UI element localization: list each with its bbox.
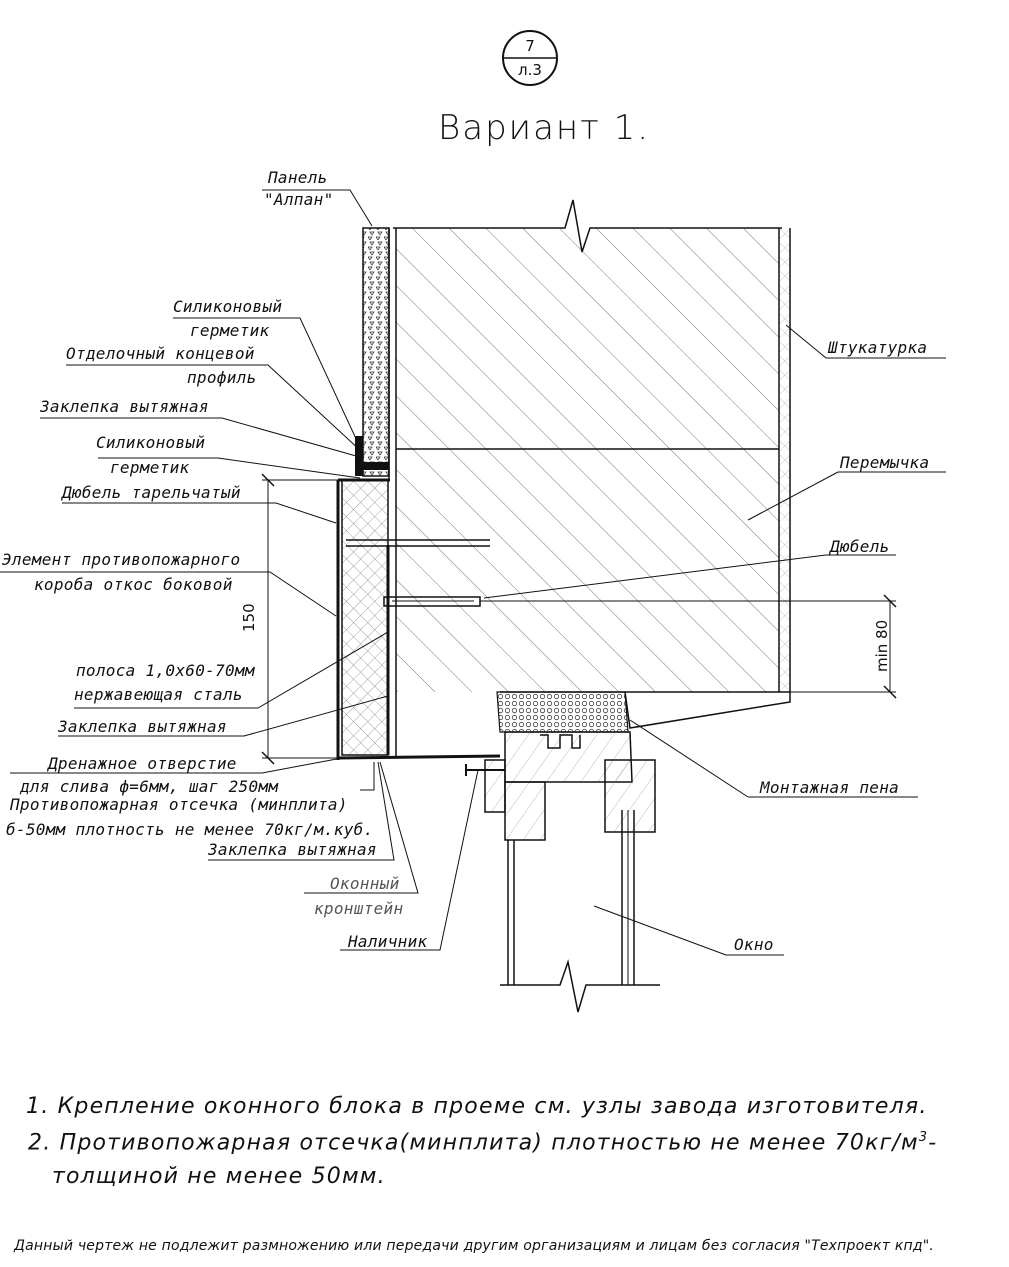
- label-fire-box-2: короба откос боковой: [34, 575, 233, 594]
- label-window-bracket-1: Оконный: [330, 874, 400, 893]
- label-rivet-2: Заклепка вытяжная: [58, 717, 227, 736]
- label-rivet-3: Заклепка вытяжная: [208, 840, 377, 859]
- sheet-ref: л.3: [518, 61, 542, 79]
- label-panel-1: Панель: [268, 168, 328, 187]
- note-2-superscript: 3: [918, 1130, 929, 1145]
- label-fire-cut-2: б-50мм плотность не менее 70кг/м.куб.: [6, 820, 374, 839]
- label-strip-2: нержавеющая сталь: [74, 685, 243, 704]
- label-drain-2: для слива ф=6мм, шаг 250мм: [20, 777, 279, 796]
- label-panel-2: "Алпан": [264, 190, 334, 209]
- note-2-tail: -: [928, 1130, 938, 1156]
- mounting-foam: [496, 691, 629, 733]
- dimension-150: 150: [240, 603, 258, 632]
- note-2-continued: толщиной не менее 50мм.: [52, 1164, 386, 1189]
- wall-section: [393, 199, 791, 756]
- label-fire-box-1: Элемент противопожарного: [2, 550, 241, 569]
- sheet-number: 7: [525, 37, 535, 55]
- label-foam: Монтажная пена: [760, 778, 900, 797]
- sheet-reference-symbol: [502, 30, 558, 86]
- label-strip-1: полоса 1,0х60-70мм: [76, 661, 255, 680]
- label-silicone2-1: Силиконовый: [96, 433, 206, 452]
- footer-disclaimer: Данный чертеж не подлежит размножению ил…: [14, 1238, 935, 1254]
- window-frame: [465, 731, 660, 1013]
- label-plate-dowel: Дюбель тарельчатый: [62, 483, 241, 502]
- label-rivet-1: Заклепка вытяжная: [40, 397, 209, 416]
- label-silicone2-2: герметик: [110, 458, 190, 477]
- dimension-lines: [261, 473, 897, 765]
- label-plaster: Штукатурка: [828, 338, 928, 357]
- label-fire-cut-1: Противопожарная отсечка (минплита): [10, 795, 348, 814]
- leader-lines: [0, 189, 946, 956]
- label-finish-profile-1: Отделочный концевой: [66, 344, 255, 363]
- label-lintel: Перемычка: [840, 453, 930, 472]
- note-1: 1. Крепление оконного блока в проеме см.…: [26, 1094, 928, 1119]
- label-drain-1: Дренажное отверстие: [48, 754, 237, 773]
- note-2-text: 2. Противопожарная отсечка(минплита) пло…: [28, 1130, 919, 1156]
- label-dowel: Дюбель: [830, 537, 890, 556]
- note-2: 2. Противопожарная отсечка(минплита) пло…: [28, 1130, 937, 1155]
- label-silicone1-1: Силиконовый: [173, 297, 283, 316]
- label-window-bracket-2: кронштейн: [314, 899, 404, 918]
- fire-box-element: [336, 478, 501, 760]
- alpan-panel: [355, 227, 390, 480]
- label-window: Окно: [734, 935, 774, 954]
- label-silicone1-2: герметик: [190, 321, 270, 340]
- dimension-min80: min 80: [873, 619, 891, 672]
- drawing-title: Вариант 1.: [438, 108, 651, 148]
- label-casing: Наличник: [348, 932, 428, 951]
- label-finish-profile-2: профиль: [187, 368, 257, 387]
